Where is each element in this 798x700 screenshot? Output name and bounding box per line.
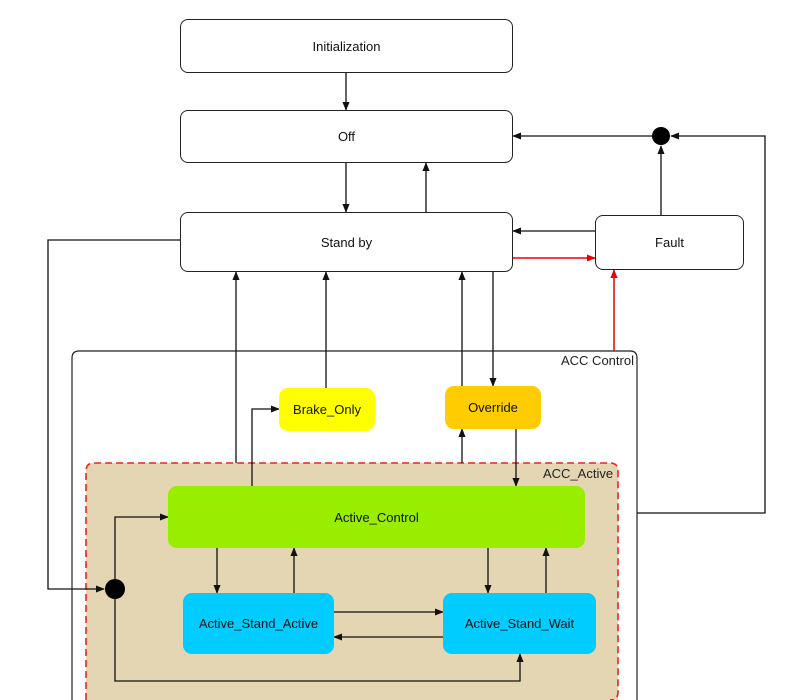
state-off[interactable]: Off (180, 110, 513, 163)
state-override-label: Override (468, 400, 518, 415)
acc-active-label: ACC_Active (543, 466, 614, 481)
state-off-label: Off (337, 129, 356, 144)
state-stand-by[interactable]: Stand by (180, 212, 513, 272)
state-fault[interactable]: Fault (595, 215, 744, 270)
state-fault-label: Fault (655, 235, 684, 250)
transition-junction-to-standwait (114, 598, 524, 682)
state-active-stand-active-label: Active_Stand_Active (198, 616, 319, 631)
state-stand-by-label: Stand by (320, 234, 373, 250)
state-brake-only-label: Brake_Only (293, 402, 361, 417)
state-override[interactable]: Override (445, 386, 541, 429)
state-active-stand-wait-label: Active_Stand_Wait (464, 616, 575, 631)
acc-active-region-border (85, 462, 619, 700)
state-active-stand-wait[interactable]: Active_Stand_Wait (443, 593, 596, 654)
state-active-control-label: Active_Control (334, 509, 419, 525)
transition-junction-to-activecontrol (114, 513, 169, 580)
acc-control-label: ACC Control (561, 353, 634, 368)
state-initialization[interactable]: Initialization (180, 19, 513, 73)
transition-standby-to-junction (47, 239, 180, 593)
state-active-stand-active[interactable]: Active_Stand_Active (183, 593, 334, 654)
transition-acccontrol-to-junction (637, 132, 766, 514)
transition-activecontrol-to-brakeonly (251, 405, 280, 486)
acc-control-region (71, 350, 638, 700)
state-brake-only[interactable]: Brake_Only (279, 388, 375, 431)
junction-top (652, 127, 670, 145)
junction-left (105, 579, 125, 599)
state-initialization-label: Initialization (312, 38, 381, 54)
state-active-control[interactable]: Active_Control (168, 486, 585, 548)
